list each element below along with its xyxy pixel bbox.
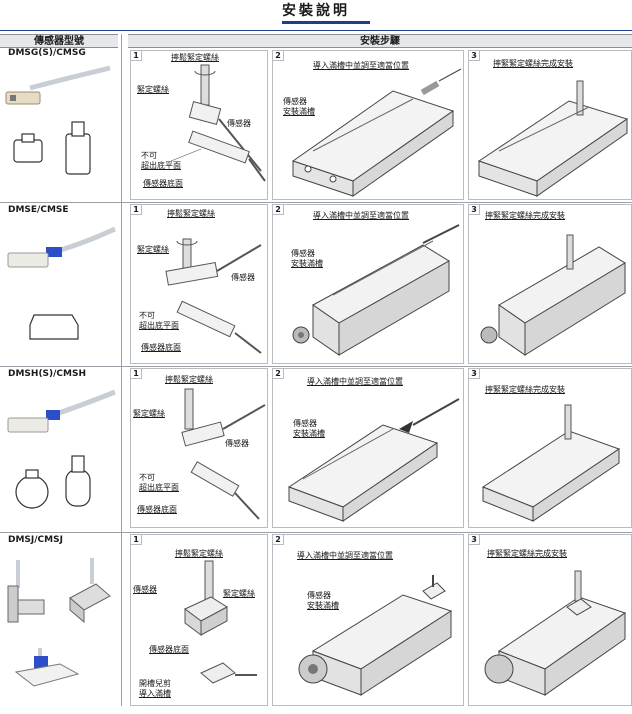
step-caption: 超出底平面 xyxy=(139,483,179,492)
step-caption: 超出底平面 xyxy=(141,161,181,170)
step-caption: 不可 xyxy=(141,151,157,160)
step-illustration xyxy=(165,238,262,354)
row-divider xyxy=(0,532,632,533)
step-illustration xyxy=(181,388,266,520)
step-caption: 傳感器 xyxy=(231,273,255,282)
step-number: 2 xyxy=(273,369,284,379)
step-caption: 緊定螺絲 xyxy=(137,245,169,254)
step-cell: 2 導入滿槽中並調至適當位置 傳感器 安裝滿槽 xyxy=(272,50,464,200)
step-caption: 擰鬆緊定螺絲 xyxy=(165,375,213,384)
step-illustration xyxy=(287,398,460,522)
step-number: 2 xyxy=(273,535,284,545)
step-cell: 3 擰緊緊定螺絲完成安裝 xyxy=(468,50,632,200)
step-caption: 導入滿槽中並調至適當位置 xyxy=(297,551,393,560)
step-illustration xyxy=(477,80,629,197)
top-divider xyxy=(0,30,632,31)
model-label: DMSE/CMSE xyxy=(8,205,69,215)
step-number: 3 xyxy=(469,369,480,379)
step-illustration xyxy=(291,68,462,197)
step-caption: 傳感器底面 xyxy=(137,505,177,514)
step-caption: 擰鬆緊定螺絲 xyxy=(171,53,219,62)
step-caption: 傳感器 xyxy=(227,119,251,128)
step-cell: 2 導入滿槽中並調至適當位置 傳感器 安裝滿槽 xyxy=(272,204,464,364)
step-illustration xyxy=(481,404,621,522)
step-caption: 安裝滿槽 xyxy=(283,107,315,116)
step-caption: 不可 xyxy=(139,473,155,482)
step-caption: 不可 xyxy=(139,311,155,320)
sensor-product-image xyxy=(7,389,116,509)
sensor-product-image xyxy=(7,558,111,687)
step-caption: 擰鬆緊定螺絲 xyxy=(175,549,223,558)
step-caption: 傳感器 xyxy=(307,591,331,600)
step-caption: 傳感器 xyxy=(225,439,249,448)
step-number: 3 xyxy=(469,205,480,215)
step-number: 1 xyxy=(131,369,142,379)
step-caption: 傳感器底面 xyxy=(149,645,189,654)
step-cell: 1 擰鬆緊定螺絲 緊定螺絲 傳感器 不可 超出底平面 傳感器底面 xyxy=(130,50,268,200)
step-cell: 1 擰鬆緊定螺絲 緊定螺絲 傳感器 不可 超出底平面 傳感器底面 xyxy=(130,368,268,528)
step-cell: 2 導入滿槽中並調至適當位置 傳感器 安裝滿槽 xyxy=(272,534,464,706)
sensor-product-image xyxy=(5,65,111,175)
step-caption: 開槽兒剪 xyxy=(139,679,171,688)
step-number: 1 xyxy=(131,205,142,215)
step-caption: 導入滿槽 xyxy=(139,689,171,698)
column-divider xyxy=(121,34,122,706)
step-cell: 3 擰緊緊定螺絲完成安裝 xyxy=(468,204,632,364)
step-caption: 擰鬆緊定螺絲 xyxy=(167,209,215,218)
step-caption: 擰緊緊定螺絲完成安裝 xyxy=(487,549,567,558)
model-label: DMSG(S)/CMSG xyxy=(8,48,86,58)
step-caption: 安裝滿槽 xyxy=(307,601,339,610)
step-illustration xyxy=(484,570,627,696)
step-number: 2 xyxy=(273,51,284,61)
row-divider xyxy=(0,202,632,203)
step-cell: 2 導入滿槽中並調至適當位置 傳感器 安裝滿槽 xyxy=(272,368,464,528)
step-caption: 擰緊緊定螺絲完成安裝 xyxy=(493,59,573,68)
step-illustration xyxy=(184,560,257,684)
header-steps: 安裝步驟 xyxy=(128,34,632,48)
step-number: 3 xyxy=(469,535,480,545)
step-caption: 緊定螺絲 xyxy=(223,589,255,598)
model-label: DMSJ/CMSJ xyxy=(8,535,63,545)
step-cell: 3 擰緊緊定螺絲完成安裝 xyxy=(468,534,632,706)
step-caption: 傳感器 xyxy=(293,419,317,428)
step-caption: 超出底平面 xyxy=(139,321,179,330)
step-caption: 傳感器 xyxy=(291,249,315,258)
step-illustration xyxy=(480,234,626,356)
step-caption: 導入滿槽中並調至適當位置 xyxy=(307,377,403,386)
step-cell: 3 擰緊緊定螺絲完成安裝 xyxy=(468,368,632,528)
step-cell: 1 擰鬆緊定螺絲 緊定螺絲 傳感器 不可 超出底平面 傳感器底面 xyxy=(130,204,268,364)
step-number: 1 xyxy=(131,535,142,545)
step-caption: 安裝滿槽 xyxy=(291,259,323,268)
step-number: 3 xyxy=(469,51,480,61)
header-model: 傳感器型號 xyxy=(0,34,118,48)
step-caption: 傳感器底面 xyxy=(143,179,183,188)
step-illustration xyxy=(170,64,266,182)
step-caption: 傳感器 xyxy=(283,97,307,106)
step-illustration xyxy=(292,224,460,356)
page-title: 安裝說明 xyxy=(282,3,350,19)
step-caption: 擰緊緊定螺絲完成安裝 xyxy=(485,211,565,220)
step-number: 1 xyxy=(131,51,142,61)
step-cell: 1 擰鬆緊定螺絲 傳感器 緊定螺絲 傳感器底面 開槽兒剪 導入滿槽 xyxy=(130,534,268,706)
step-number: 2 xyxy=(273,205,284,215)
title-underline xyxy=(282,21,370,24)
step-caption: 傳感器 xyxy=(133,585,157,594)
step-caption: 緊定螺絲 xyxy=(137,85,169,94)
step-caption: 擰緊緊定螺絲完成安裝 xyxy=(485,385,565,394)
step-caption: 傳感器底面 xyxy=(141,343,181,352)
step-caption: 導入滿槽中並調至適當位置 xyxy=(313,61,409,70)
step-illustration xyxy=(298,575,453,696)
row-divider xyxy=(0,366,632,367)
step-caption: 導入滿槽中並調至適當位置 xyxy=(313,211,409,220)
step-caption: 緊定螺絲 xyxy=(133,409,165,418)
sensor-product-image xyxy=(7,226,117,340)
step-caption: 安裝滿槽 xyxy=(293,429,325,438)
model-label: DMSH(S)/CMSH xyxy=(8,369,87,379)
